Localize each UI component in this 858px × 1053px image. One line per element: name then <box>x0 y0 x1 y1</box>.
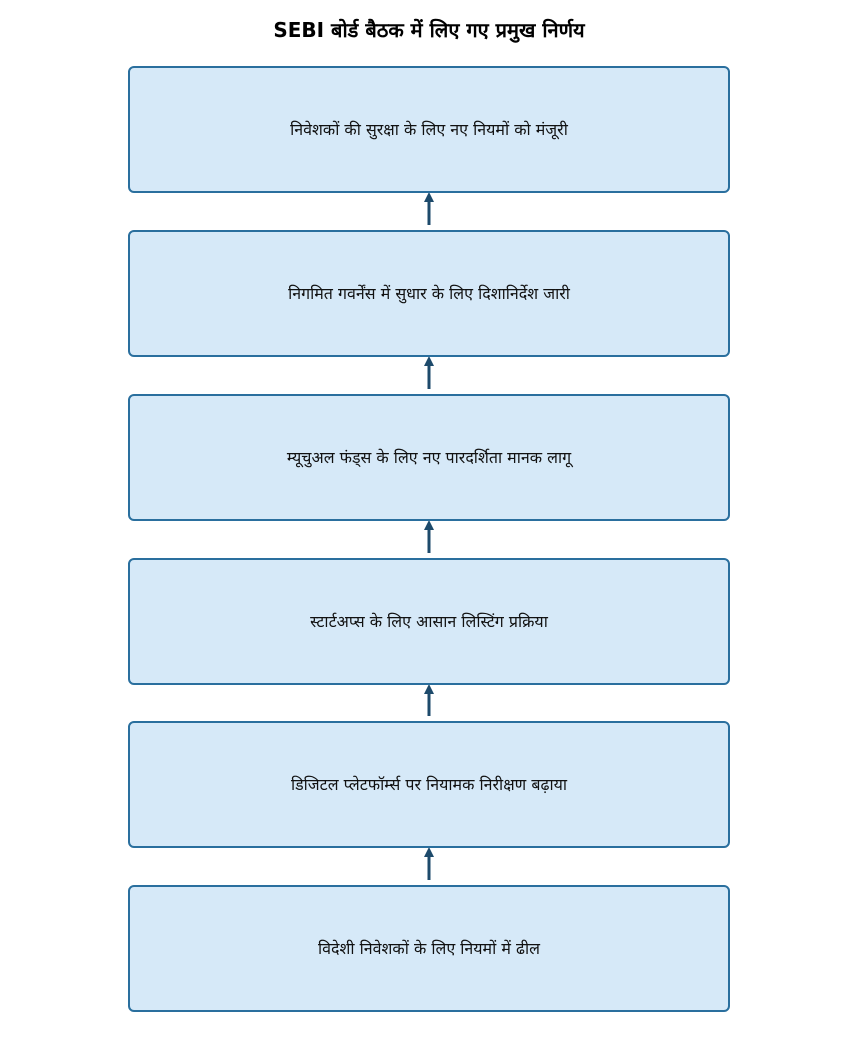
flow-arrow-head <box>424 520 434 530</box>
step-box-1: निवेशकों की सुरक्षा के लिए नए नियमों को … <box>128 66 730 193</box>
step-box-6: विदेशी निवेशकों के लिए नियमों में ढील <box>128 885 730 1012</box>
flow-arrow-head <box>424 847 434 857</box>
step-box-4: स्टार्टअप्स के लिए आसान लिस्टिंग प्रक्रि… <box>128 558 730 685</box>
flow-arrow-2 <box>424 356 434 389</box>
flow-arrow-3 <box>424 520 434 553</box>
flow-arrow-1 <box>424 192 434 225</box>
flow-arrow-5 <box>424 847 434 880</box>
step-text-6: विदेशी निवेशकों के लिए नियमों में ढील <box>317 938 541 958</box>
flow-arrow-head <box>424 356 434 366</box>
step-box-5: डिजिटल प्लेटफॉर्म्स पर नियामक निरीक्षण ब… <box>128 721 730 848</box>
step-box-3: म्यूचुअल फंड्स के लिए नए पारदर्शिता मानक… <box>128 394 730 521</box>
flow-arrow-head <box>424 684 434 694</box>
step-text-1: निवेशकों की सुरक्षा के लिए नए नियमों को … <box>290 119 568 139</box>
flow-arrow-head <box>424 192 434 202</box>
step-box-2: निगमित गवर्नेंस में सुधार के लिए दिशानिर… <box>128 230 730 357</box>
step-text-4: स्टार्टअप्स के लिए आसान लिस्टिंग प्रक्रि… <box>310 611 548 631</box>
diagram-title: SEBI बोर्ड बैठक में लिए गए प्रमुख निर्णय <box>273 18 585 42</box>
step-text-5: डिजिटल प्लेटफॉर्म्स पर नियामक निरीक्षण ब… <box>290 774 568 794</box>
step-text-2: निगमित गवर्नेंस में सुधार के लिए दिशानिर… <box>288 283 570 303</box>
flow-arrow-4 <box>424 684 434 716</box>
step-text-3: म्यूचुअल फंड्स के लिए नए पारदर्शिता मानक… <box>286 447 572 467</box>
